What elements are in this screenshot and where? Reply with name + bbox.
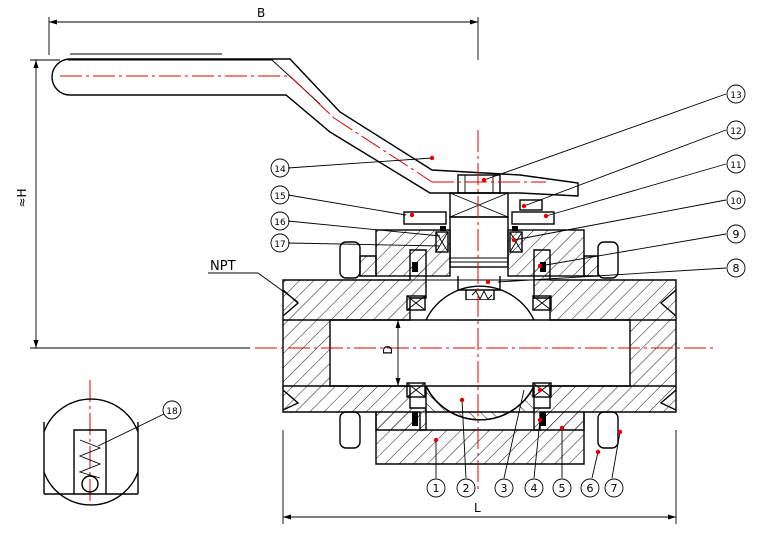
npt-label: NPT (210, 259, 236, 274)
svg-text:7: 7 (611, 482, 618, 495)
part-markers (409, 155, 623, 455)
callout-16: 16 (270, 211, 290, 231)
callout-7: 7 (604, 478, 624, 498)
callout-2: 2 (456, 478, 476, 498)
callout-9: 9 (726, 224, 746, 244)
svg-text:14: 14 (274, 165, 286, 175)
callout-8: 8 (726, 258, 746, 278)
callout-5: 5 (552, 478, 572, 498)
callout-10: 10 (726, 190, 746, 210)
svg-text:2: 2 (463, 482, 470, 495)
svg-text:8: 8 (733, 262, 740, 275)
dimension-h-label: ≈H (15, 188, 29, 207)
callout-12: 12 (726, 120, 746, 140)
svg-text:18: 18 (166, 407, 178, 417)
dimension-l-label: L (474, 501, 481, 515)
callout-15: 15 (270, 185, 290, 205)
callout-14: 14 (270, 158, 290, 178)
svg-text:11: 11 (730, 161, 741, 171)
dimension-d-label: D (381, 345, 395, 354)
svg-text:16: 16 (274, 218, 286, 228)
svg-text:17: 17 (274, 240, 285, 250)
dimension-l: L (282, 430, 677, 524)
svg-text:9: 9 (733, 228, 740, 241)
callout-18: 18 (162, 400, 182, 420)
callout-13: 13 (726, 84, 746, 104)
callout-3: 3 (494, 478, 514, 498)
valve-body (282, 241, 677, 465)
svg-text:5: 5 (559, 482, 566, 495)
dimension-b-label: B (257, 6, 265, 20)
callout-leaders (97, 93, 727, 479)
callout-17: 17 (270, 233, 290, 253)
callouts: 1 2 3 4 5 6 7 8 9 10 11 12 13 14 15 16 1… (162, 84, 746, 498)
seats (406, 295, 552, 426)
svg-text:12: 12 (730, 127, 741, 137)
dimension-d: D (381, 320, 401, 386)
svg-text:10: 10 (730, 197, 742, 207)
svg-text:6: 6 (587, 482, 594, 495)
detail-view (43, 398, 139, 506)
callout-6: 6 (580, 478, 600, 498)
dimension-h: ≈H (15, 59, 250, 349)
callout-1: 1 (426, 478, 446, 498)
callout-4: 4 (524, 478, 544, 498)
svg-text:13: 13 (730, 91, 741, 101)
centerlines (60, 75, 716, 504)
npt-leader: NPT (208, 259, 299, 303)
callout-11: 11 (726, 154, 746, 174)
svg-text:15: 15 (274, 192, 285, 202)
dimension-b: B (48, 6, 479, 60)
svg-text:1: 1 (433, 482, 440, 495)
svg-text:3: 3 (501, 482, 508, 495)
svg-text:4: 4 (531, 482, 538, 495)
